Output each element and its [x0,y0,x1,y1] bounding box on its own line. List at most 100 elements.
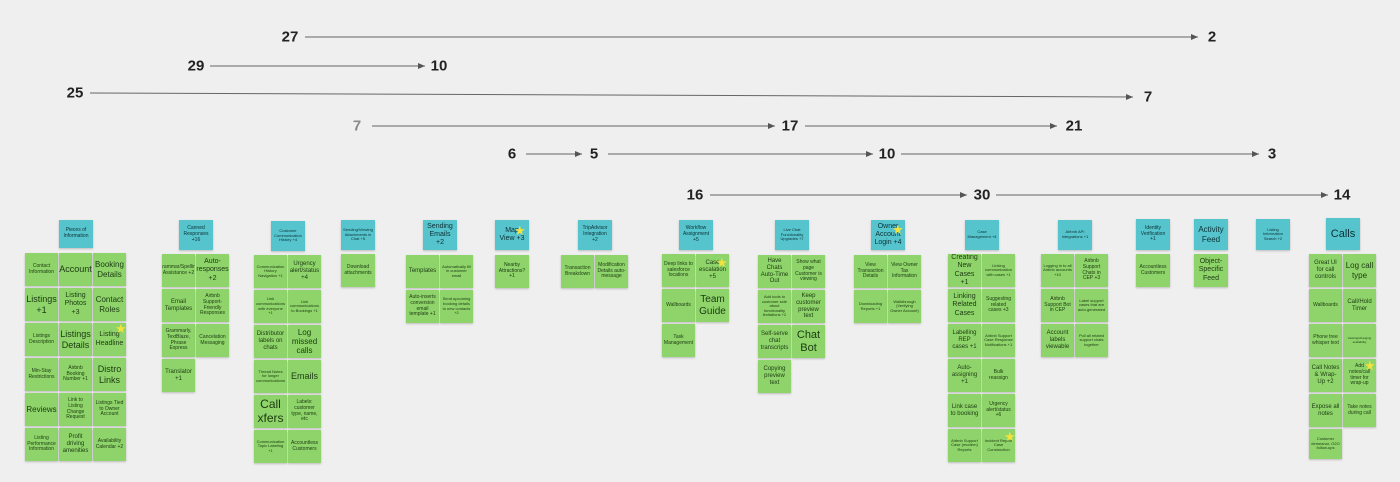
group-header[interactable]: Calls [1326,218,1360,250]
sticky-note[interactable]: Viewing/changing availability [1343,324,1376,357]
group-header[interactable]: Sending Emails +2 [423,220,457,250]
group-header[interactable]: Listing Information Search +2 [1256,219,1290,250]
sticky-note[interactable]: Team Guide [696,289,729,322]
sticky-note[interactable]: Incident Report Case Construction [982,429,1015,462]
sticky-note[interactable]: Thread Notes for longer communications [254,360,287,393]
sticky-note[interactable]: Take notes during call [1343,394,1376,427]
sticky-note[interactable]: Listing Photos +3 [59,288,92,321]
sticky-note[interactable]: Nearby Attractions? +1 [495,255,529,288]
sticky-note[interactable]: Great UI for call controls [1309,254,1342,287]
sticky-note[interactable]: Wallboards [662,289,695,322]
sticky-note[interactable]: Creating New Cases +1 [948,254,981,287]
sticky-note[interactable]: Airbnb Booking Number +1 [59,358,92,391]
sticky-note[interactable]: Min-Stay Restrictions [25,358,58,391]
sticky-note[interactable]: Task Management [662,324,695,357]
sticky-note[interactable]: Pull all related support chats together [1075,324,1108,357]
group-header[interactable]: Owner Account Login +4 [871,220,905,250]
group-header[interactable]: Airbnb API Integrations +1 [1058,220,1092,250]
group-header[interactable]: Case Management +4 [965,220,999,250]
sticky-note[interactable]: Call Notes & Wrap-Up +2 [1309,359,1342,392]
sticky-note[interactable]: Listings Details [59,323,92,356]
sticky-note[interactable]: Copying preview text [758,360,791,393]
group-header[interactable]: Identity Verification +1 [1136,219,1170,250]
sticky-note[interactable]: Communication History Navigation +1 [254,255,287,288]
sticky-note[interactable]: Listings Description [25,323,58,356]
sticky-note[interactable]: Walkthrough (Verifying Owner Account) [888,290,921,323]
sticky-note[interactable]: Booking Details [93,253,126,286]
group-header[interactable]: Sending/Viewing Attachments in Chat +5 [341,220,375,250]
sticky-note[interactable]: Wallboards [1309,289,1342,322]
sticky-note[interactable]: Grammar/Spelling Assistance +2 [162,254,195,287]
group-header[interactable]: Customer Communication History +4 [271,221,305,251]
sticky-note[interactable]: Phone tree whisper text [1309,324,1342,357]
sticky-note[interactable]: Transaction Breakdown [561,255,594,288]
sticky-note[interactable]: Call xfers [254,395,287,428]
sticky-note[interactable]: Listings +1 [25,288,58,321]
sticky-note[interactable]: Account labels viewable [1041,324,1074,357]
sticky-note[interactable]: Contact Roles [93,288,126,321]
sticky-note[interactable]: Airbnb Support Case (modern) Reports [948,429,981,462]
sticky-note[interactable]: Airbnb Support Case Response Notificatio… [982,324,1015,357]
sticky-note[interactable]: Linking Related Cases [948,289,981,322]
sticky-note[interactable]: Listing Performance Information [25,428,58,461]
sticky-note[interactable]: Availability Calendar +2 [93,428,126,461]
sticky-note[interactable]: Link to Listing Change Request [59,393,92,426]
sticky-note[interactable]: Call/Hold Timer [1343,289,1376,322]
sticky-note[interactable]: Emails [288,360,321,393]
sticky-note[interactable]: Send upcoming booking details to new con… [440,290,473,323]
sticky-note[interactable]: Self-serve chat transcripts [758,325,791,358]
sticky-note[interactable]: Cancelation Messaging [196,324,229,357]
group-header[interactable]: Workflow Assignment +5 [679,220,713,250]
sticky-note[interactable]: Add notes/call timer for wrap-up [1343,359,1376,392]
group-header[interactable]: Activity Feed [1194,219,1228,250]
sticky-note[interactable]: Expose all notes [1309,394,1342,427]
sticky-note[interactable]: Reviews [25,393,58,426]
sticky-note[interactable]: Auto-responses +2 [196,254,229,287]
sticky-note[interactable]: Chat Bot [792,325,825,358]
sticky-note[interactable]: Distributor labels on chats [254,325,287,358]
sticky-note[interactable]: Listing Headline [93,323,126,356]
sticky-note[interactable]: View Owner Tax Information [888,255,921,288]
sticky-note[interactable]: Listings Tied to Owner Account [93,393,126,426]
sticky-note[interactable]: Profit driving amenities [59,428,92,461]
sticky-note[interactable]: Keep customer preview text [792,290,825,323]
sticky-note[interactable]: Modification Details auto-message [595,255,628,288]
sticky-note[interactable]: Add tools to customer side about functio… [758,290,791,323]
sticky-note[interactable]: Deep links to salesforce locations [662,254,695,287]
group-header[interactable]: Canned Responses +16 [179,220,213,250]
sticky-note[interactable]: Downloading Reports +1 [854,290,887,323]
sticky-note[interactable]: Log missed calls [288,325,321,358]
sticky-note[interactable]: Automatically fill in customer email [440,255,473,288]
sticky-note[interactable]: Customer demeanor, O2O follow-ups [1309,429,1342,459]
sticky-note[interactable]: View Transaction Details [854,255,887,288]
sticky-note[interactable]: Have Chats Auto-Time Out [758,255,791,288]
sticky-note[interactable]: Suggesting related cases +3 [982,289,1015,322]
sticky-note[interactable]: Airbnb Support-Friendly Responses [196,289,229,322]
sticky-note[interactable]: Airbnb Support Bot in CEP [1041,289,1074,322]
sticky-note[interactable]: Templates [406,255,439,288]
sticky-note[interactable]: Urgency alert/status +4 [288,255,321,288]
group-header[interactable]: Pieces of Information [59,220,93,248]
sticky-note[interactable]: Logging in to all Airbnb accounts +10 [1041,254,1074,287]
sticky-note[interactable]: Show what page Customer is viewing [792,255,825,288]
sticky-note[interactable]: Urgency alert/status +6 [982,394,1015,427]
sticky-note[interactable]: Link communications with everyone +1 [254,290,287,323]
sticky-note[interactable]: Accountless Customers [1136,254,1170,287]
sticky-note[interactable]: Translator +1 [162,359,195,392]
sticky-note[interactable]: Bulk reassign [982,359,1015,392]
sticky-note[interactable]: Linking communication with cases +1 [982,254,1015,287]
sticky-note[interactable]: Auto-assigning +1 [948,359,981,392]
sticky-note[interactable]: Communication Topic Labeling +1 [254,430,287,463]
group-header[interactable]: TripAdvisor Integration +2 [578,220,612,250]
group-header[interactable]: Map View +3 [495,220,529,250]
sticky-note[interactable]: Link communications to Bookings +1 [288,290,321,323]
sticky-note[interactable]: Link case to booking [948,394,981,427]
sticky-note[interactable]: Airbnb Support Chats in CEP +3 [1075,254,1108,287]
sticky-note[interactable]: Labels: customer type, name, etc [288,395,321,428]
sticky-note[interactable]: Accountless Customers [288,430,321,463]
sticky-note[interactable]: Distro Links [93,358,126,391]
sticky-note[interactable]: Label support cases that are auto-genera… [1075,289,1108,322]
sticky-note[interactable]: Email Templates [162,289,195,322]
sticky-note[interactable]: Object-Specific Feed [1194,254,1228,287]
sticky-note[interactable]: Labelling REP cases +1 [948,324,981,357]
